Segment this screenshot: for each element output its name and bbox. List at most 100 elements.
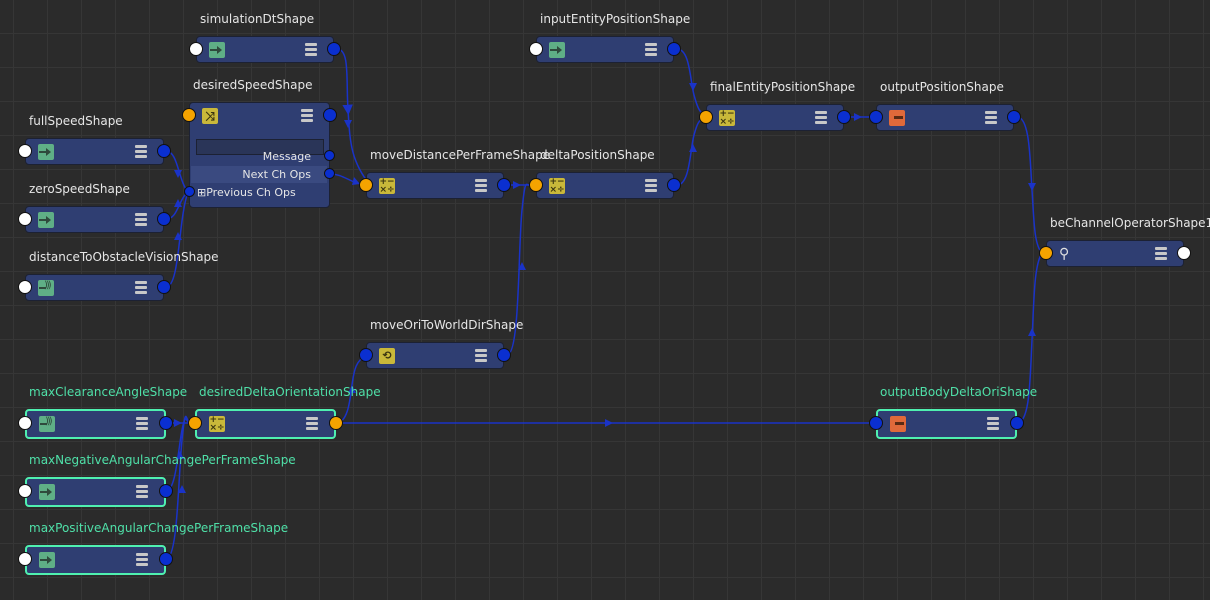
node-body[interactable]: ⤨ Message Next Ch Ops ⊞Previous Ch Ops [189,102,330,208]
node-menu-icon[interactable] [645,43,657,56]
output-port[interactable] [1177,246,1191,260]
node-body[interactable]: +− ×÷ [195,409,336,439]
node-menu-icon[interactable] [136,417,148,430]
node-menu-icon[interactable] [815,111,827,124]
output-port[interactable] [159,484,173,498]
node-finalentityposition[interactable]: finalEntityPositionShape +− ×÷ [699,80,855,131]
node-body[interactable]: ⟲ [366,342,504,369]
node-menu-icon[interactable] [135,281,147,294]
node-body[interactable] [25,206,164,233]
input-port[interactable] [188,416,202,430]
node-desireddeltaorientation[interactable]: desiredDeltaOrientationShape +− ×÷ [188,385,381,439]
node-label: moveDistancePerFrameShape [370,148,551,162]
node-body[interactable]: +− ×÷ [536,172,674,199]
wire-outputposition-to-bechannel [1016,116,1043,254]
input-port[interactable] [18,280,32,294]
wire-simulationdt-to-movedistance [336,48,371,186]
node-movedistanceperframe[interactable]: moveDistancePerFrameShape +− ×÷ [359,148,550,199]
node-menu-icon[interactable] [475,349,487,362]
output-port[interactable] [159,552,173,566]
output-port[interactable] [157,212,171,226]
input-port[interactable] [529,42,543,56]
output-port[interactable] [667,42,681,56]
wire-arrow [1028,183,1036,191]
node-body[interactable] [25,274,164,301]
attribute-previous-ch-ops[interactable]: ⊞Previous Ch Ops [191,184,327,201]
node-menu-icon[interactable] [135,145,147,158]
node-body[interactable] [196,36,334,63]
node-outputbodydeltaori[interactable]: outputBodyDeltaOriShape [869,385,1037,439]
node-menu-icon[interactable] [987,417,999,430]
input-port[interactable] [182,108,196,122]
node-menu-icon[interactable] [136,485,148,498]
input-port[interactable] [18,212,32,226]
output-port[interactable] [159,416,173,430]
node-body[interactable] [25,138,164,165]
node-maxnegativeangularchange[interactable]: maxNegativeAngularChangePerFrameShape [18,453,296,507]
node-menu-icon[interactable] [645,179,657,192]
output-port[interactable] [327,42,341,56]
attribute-value-field[interactable] [196,139,324,155]
node-body[interactable]: +− ×÷ [706,104,844,131]
output-port[interactable] [1007,110,1021,124]
node-menu-icon[interactable] [136,553,148,566]
node-fullspeed[interactable]: fullSpeedShape [18,114,171,165]
input-port[interactable] [869,110,883,124]
output-port[interactable] [1010,416,1024,430]
input-port[interactable] [18,484,32,498]
node-maxclearanceangle[interactable]: maxClearanceAngleShape [18,385,187,439]
output-port[interactable] [497,348,511,362]
node-menu-icon[interactable] [305,43,317,56]
node-body[interactable]: +− ×÷ [366,172,504,199]
node-simulationdt[interactable]: simulationDtShape [189,12,341,63]
input-port[interactable] [18,144,32,158]
input-port[interactable] [359,178,373,192]
input-port[interactable] [699,110,713,124]
node-desiredspeed[interactable]: desiredSpeedShape ⤨ Message Next Ch Ops … [182,78,337,208]
node-moveoritoworlddir[interactable]: moveOriToWorldDirShape ⟲ [359,318,523,369]
attribute-next-ch-ops[interactable]: Next Ch Ops [191,166,327,183]
output-port[interactable] [323,108,337,122]
previous-ch-ops-port[interactable] [184,186,195,197]
node-body[interactable]: ⚲ [1046,240,1184,267]
input-port[interactable] [18,552,32,566]
input-port[interactable] [869,416,883,430]
node-menu-icon[interactable] [985,111,997,124]
input-port[interactable] [189,42,203,56]
node-label: outputPositionShape [880,80,1004,94]
output-port[interactable] [157,144,171,158]
node-menu-icon[interactable] [1155,247,1167,260]
node-menu-icon[interactable] [475,179,487,192]
output-port[interactable] [157,280,171,294]
output-port[interactable] [667,178,681,192]
node-maxpositiveangularchange[interactable]: maxPositiveAngularChangePerFrameShape [18,521,288,575]
node-bechanneloperator[interactable]: beChannelOperatorShape1 ⚲ [1039,216,1210,267]
next-ch-ops-port[interactable] [324,168,335,179]
output-port[interactable] [837,110,851,124]
node-distancetoobstaclevision[interactable]: distanceToObstacleVisionShape [18,250,219,301]
node-zerospeed[interactable]: zeroSpeedShape [18,182,171,233]
node-body[interactable] [25,477,166,507]
message-port[interactable] [324,150,335,161]
output-port[interactable] [497,178,511,192]
attribute-message[interactable]: Message [262,150,311,163]
node-menu-icon[interactable] [306,417,318,430]
node-deltaposition[interactable]: deltaPositionShape +− ×÷ [529,148,681,199]
node-inputentityposition[interactable]: inputEntityPositionShape [529,12,690,63]
input-port[interactable] [18,416,32,430]
node-outputposition[interactable]: outputPositionShape [869,80,1021,131]
node-menu-icon[interactable] [135,213,147,226]
input-port[interactable] [529,178,543,192]
node-body[interactable] [25,545,166,575]
node-body[interactable] [536,36,674,63]
orientation-icon: ⟲ [379,348,395,364]
output-port[interactable] [329,416,343,430]
node-body[interactable] [876,104,1014,131]
expand-icon[interactable]: ⊞ [197,186,207,199]
node-body[interactable] [876,409,1017,439]
input-port[interactable] [1039,246,1053,260]
input-port[interactable] [359,348,373,362]
node-menu-icon[interactable] [301,109,313,122]
wire-arrow [174,419,182,427]
node-body[interactable] [25,409,166,439]
